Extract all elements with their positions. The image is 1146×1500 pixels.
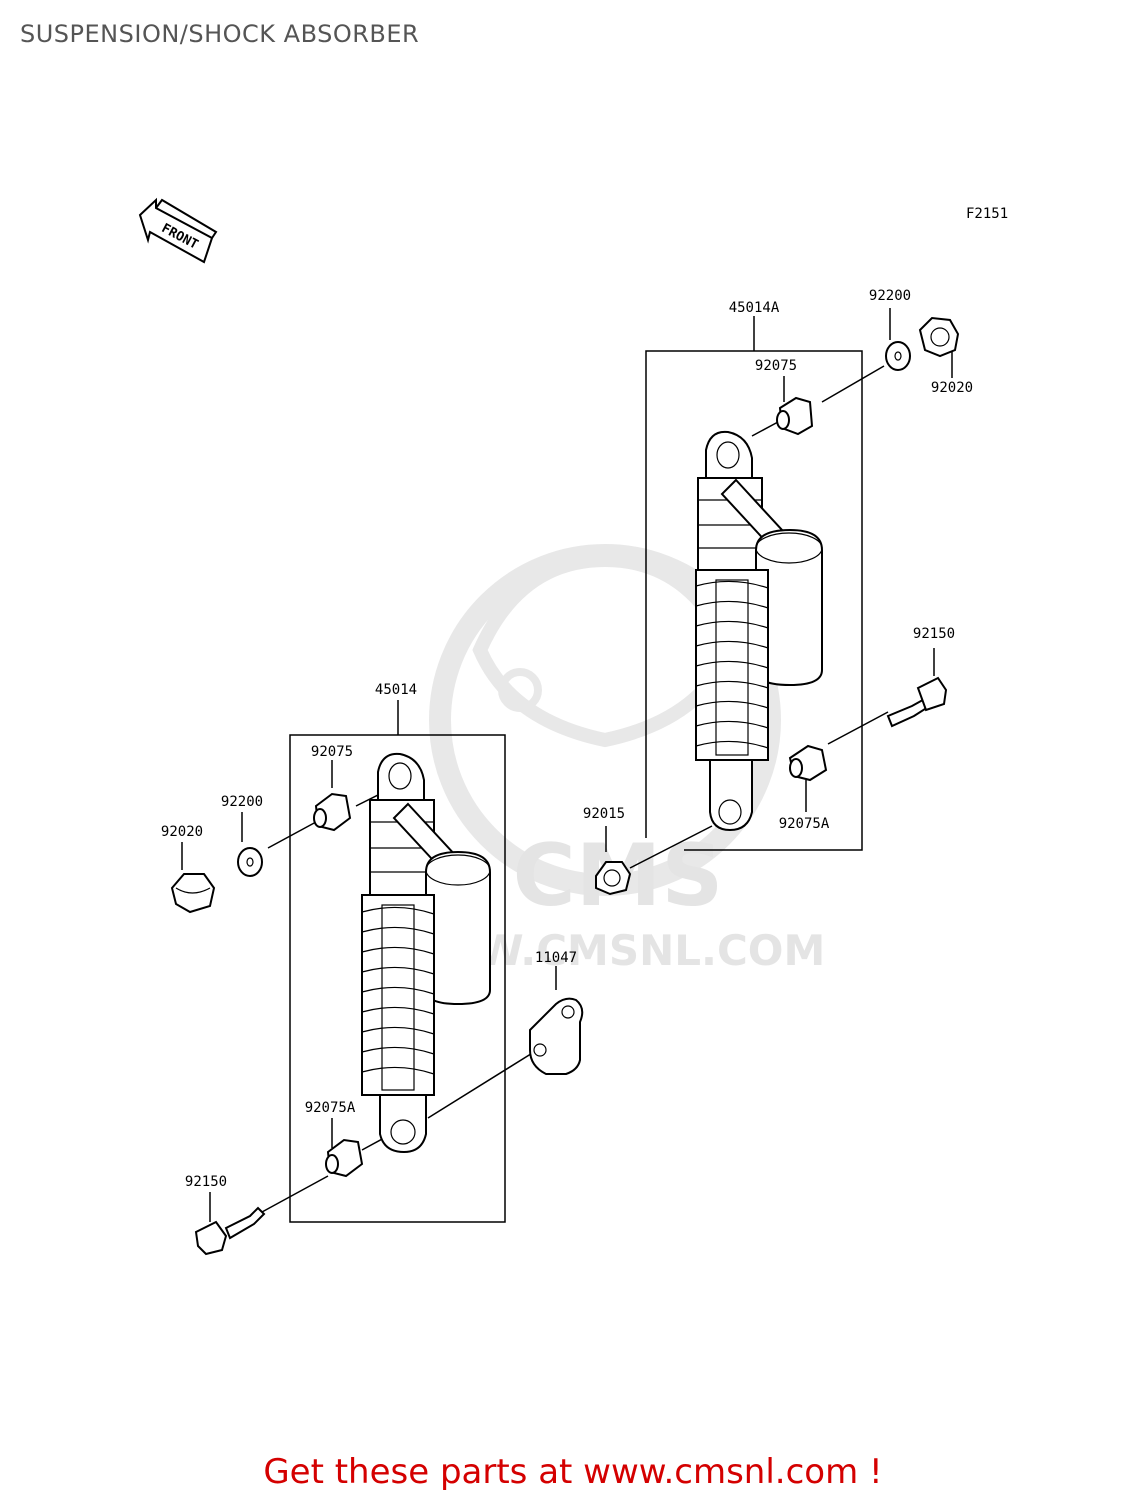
label-45014: 45014	[375, 682, 417, 698]
label-92075a-right: 92075A	[779, 816, 830, 832]
shock-absorber-left	[170, 700, 584, 1256]
label-11047: 11047	[535, 950, 577, 966]
footer-link[interactable]: Get these parts at www.cmsnl.com !	[263, 1452, 883, 1492]
front-arrow-icon: FRONT	[138, 197, 218, 264]
spring-left	[361, 894, 435, 1096]
label-92150-left: 92150	[185, 1174, 227, 1190]
shock-absorber-right	[595, 308, 960, 896]
part-labels: 45014A 92200 92020 92075 92150 92075A 92…	[161, 288, 973, 1190]
label-92075-left: 92075	[311, 744, 353, 760]
label-92015: 92015	[583, 806, 625, 822]
label-92020-left: 92020	[161, 824, 203, 840]
label-92075a-left: 92075A	[305, 1100, 356, 1116]
figure-code: F2151	[966, 206, 1008, 222]
label-45014a: 45014A	[729, 300, 780, 316]
label-92200-right: 92200	[869, 288, 911, 304]
label-92075-right: 92075	[755, 358, 797, 374]
label-92020-right: 92020	[931, 380, 973, 396]
label-92200-left: 92200	[221, 794, 263, 810]
spring-right	[695, 569, 769, 761]
page-title: SUSPENSION/SHOCK ABSORBER	[20, 20, 420, 48]
label-92150-right: 92150	[913, 626, 955, 642]
